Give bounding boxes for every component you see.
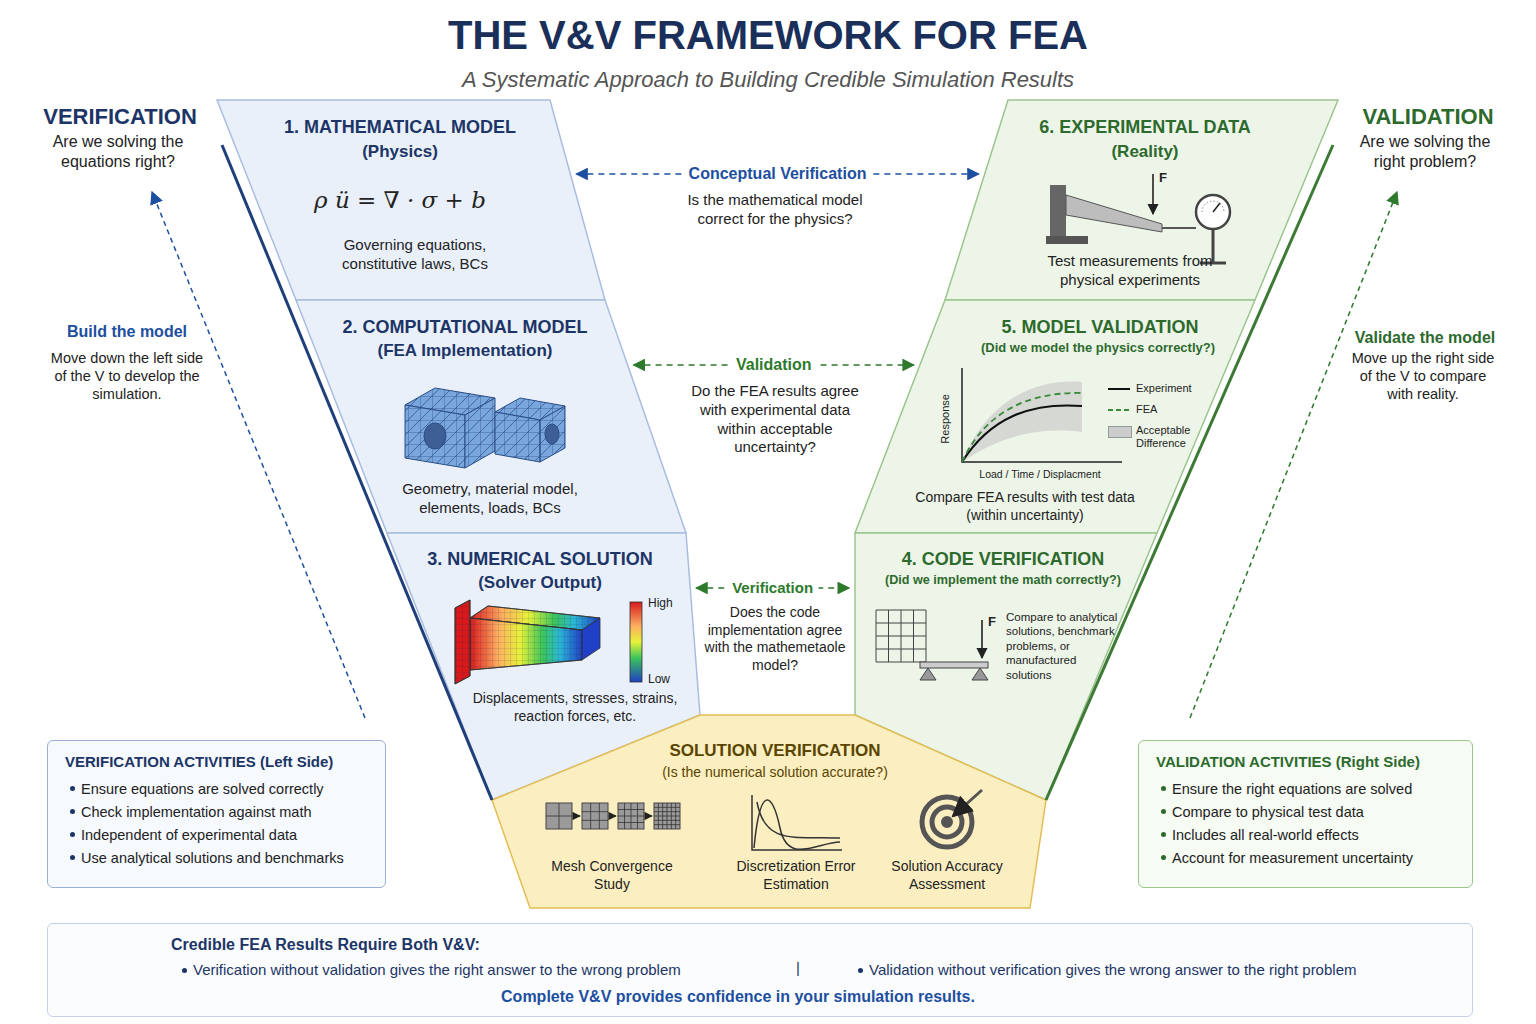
model-stage: 3. NUMERICAL SOLUTION(Solver Output) High…: [387, 533, 700, 800]
activities-box: VALIDATION ACTIVITIES (Right Side) Ensure…: [1138, 740, 1473, 888]
node-text: Governing equations, constitutive laws, …: [315, 236, 515, 274]
node-text: (FEA Implementation): [345, 340, 585, 361]
legend-swatch: [1108, 426, 1132, 438]
bullet-dot: [70, 809, 75, 814]
node-shape: [855, 300, 1255, 533]
node-heading: 6. EXPERIMENTAL DATA: [995, 116, 1295, 139]
bullet-dot: [70, 855, 75, 860]
legend-text: Acceptable Difference: [1136, 424, 1198, 450]
node-heading: 4. CODE VERIFICATION: [873, 548, 1133, 571]
node-text: Solution Accuracy Assessment: [872, 858, 1022, 893]
node-heading: Credible FEA Results Require Both V&V:: [171, 935, 671, 955]
node-text: Includes all real-world effects: [1172, 826, 1467, 844]
node-text: Use analytical solutions and benchmarks: [81, 849, 376, 867]
node-heading: 2. COMPUTATIONAL MODEL: [320, 316, 610, 339]
side-heading: VERIFICATION: [20, 103, 220, 131]
node-text: (Physics): [300, 141, 500, 162]
node-text: Verification without validation gives th…: [193, 961, 793, 980]
node-text: (Reality): [1045, 141, 1245, 162]
model-stage: 4. CODE VERIFICATION (Did we implement th…: [855, 533, 1157, 800]
node-text: Complete V&V provides confidence in your…: [358, 987, 1118, 1007]
node-text: Geometry, material model, elements, load…: [380, 480, 600, 518]
node-text: Check implementation against math: [81, 803, 376, 821]
node-text: ρ ü = ∇ · σ + b: [275, 186, 525, 215]
connector-label: Validation: [730, 355, 818, 375]
node-text: Test measurements from physical experime…: [1025, 252, 1235, 290]
legend-line-sample: [1108, 409, 1130, 411]
node-text: (Did we model the physics correctly?): [956, 340, 1241, 356]
node-text: Account for measurement uncertainty: [1172, 849, 1467, 867]
connector-label: Conceptual Verification: [683, 164, 873, 184]
node-text: Load / Time / Displacment: [955, 468, 1125, 481]
activities-box: VERIFICATION ACTIVITIES (Left Side) Ensur…: [47, 740, 386, 888]
title: THE V&V FRAMEWORK FOR FEA: [268, 10, 1268, 60]
node-heading: 5. MODEL VALIDATION: [950, 316, 1250, 339]
bullet-dot: [70, 786, 75, 791]
legend-text: Experiment: [1136, 382, 1198, 395]
node-text: (Solver Output): [440, 572, 640, 593]
node-text: Ensure equations are solved correctly: [81, 780, 376, 798]
side-step-note: Move up the right side of the V to compa…: [1348, 349, 1498, 403]
bullet-dot: [1161, 786, 1166, 791]
bullet-dot: [182, 968, 187, 973]
legend-text: FEA: [1136, 403, 1198, 416]
model-stage: 6. EXPERIMENTAL DATA(Reality) F Test measu…: [945, 100, 1338, 300]
side-step-note: Move down the left side of the V to deve…: [47, 349, 207, 403]
node-heading: 1. MATHEMATICAL MODEL: [250, 116, 550, 139]
node-text: (Did we implement the math correctly?): [866, 573, 1141, 589]
node-shape: [217, 100, 605, 300]
node-text: Compare to physical test data: [1172, 803, 1467, 821]
node-shape: [296, 300, 686, 533]
node-text: Independent of experimental data: [81, 826, 376, 844]
side-step-title: Build the model: [42, 322, 212, 342]
link-question: Do the FEA results agree with experiment…: [680, 382, 870, 457]
bullet-dot: [858, 968, 863, 973]
model-stage: 1. MATHEMATICAL MODEL(Physics) ρ ü = ∇ · …: [217, 100, 605, 300]
node-text: Low: [648, 672, 688, 687]
legend-line: [1108, 404, 1130, 416]
legend-line: [1108, 383, 1130, 395]
node-heading: VALIDATION ACTIVITIES (Right Side): [1156, 753, 1466, 772]
side-heading: VALIDATION: [1338, 103, 1518, 131]
node-text: Compare FEA results with test data (with…: [915, 489, 1135, 524]
node-text: Validation without verification gives th…: [869, 961, 1464, 980]
node-text: (Is the numerical solution accurate?): [625, 764, 925, 782]
link-question: Does the code implementation agree with …: [700, 604, 850, 674]
node-text: |: [788, 959, 808, 978]
summary-box: Credible FEA Results Require Both V&V: Ve…: [47, 923, 1473, 1017]
model-stage: 5. MODEL VALIDATION(Did we model the phy…: [855, 300, 1255, 533]
node-text: Discretization Error Estimation: [731, 858, 861, 893]
bullet-dot: [1161, 809, 1166, 814]
subtitle: A Systematic Approach to Building Credib…: [318, 66, 1218, 94]
side-step-title: Validate the model: [1340, 328, 1510, 348]
node-text: F: [1159, 170, 1175, 186]
node-heading: SOLUTION VERIFICATION: [625, 740, 925, 761]
bullet-dot: [70, 832, 75, 837]
connector-label: Verification: [726, 579, 819, 598]
node-shape: [945, 100, 1338, 300]
legend-entry: Acceptable Difference: [1108, 424, 1203, 454]
side-question: Are we solving the right problem?: [1345, 132, 1505, 172]
node-text: Response: [939, 379, 953, 459]
node-text: F: [988, 614, 1002, 630]
node-text: Mesh Convergence Study: [542, 858, 682, 893]
link-question: Is the mathematical model correct for th…: [670, 191, 880, 229]
side-question: Are we solving the equations right?: [33, 132, 203, 172]
bullet-dot: [1161, 855, 1166, 860]
node-text: Ensure the right equations are solved: [1172, 780, 1467, 798]
node-heading: 3. NUMERICAL SOLUTION: [415, 548, 665, 571]
legend-line-sample: [1108, 388, 1130, 390]
node-shape: [492, 715, 1046, 908]
model-stage: 2. COMPUTATIONAL MODEL(FEA Implementatio…: [296, 300, 686, 533]
bullet-dot: [1161, 832, 1166, 837]
node-heading: VERIFICATION ACTIVITIES (Left Side): [65, 753, 380, 772]
node-text: Compare to analytical solutions, benchma…: [1006, 610, 1118, 682]
node-text: Displacements, stresses, strains, reacti…: [473, 690, 678, 725]
solution-verification-band: SOLUTION VERIFICATION (Is the numerical s…: [492, 715, 1046, 908]
node-text: High: [648, 596, 688, 611]
